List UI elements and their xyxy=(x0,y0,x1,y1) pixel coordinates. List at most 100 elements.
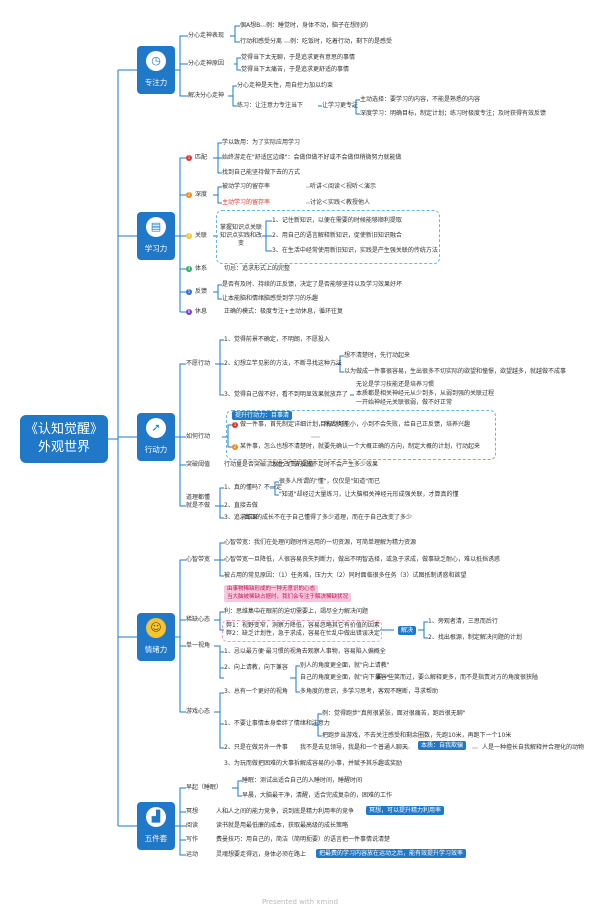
node[interactable]: 游戏心态 xyxy=(186,708,211,715)
node[interactable]: 学以致用：为了实际应用学习 xyxy=(222,139,301,146)
node[interactable]: 行动和感受分离 xyxy=(240,38,283,45)
node[interactable]: 解决分心走神 xyxy=(188,92,225,99)
node[interactable]: 费曼技巧：用自己的，简洁（简明扼要）的语言把一件事情说清楚 xyxy=(216,836,391,843)
node[interactable]: 心智带宽：我们在处理问题时所运用的一切资源，可简单理解为精力资源 xyxy=(224,539,417,546)
node[interactable]: 1、旁观者清，三思而后行 xyxy=(428,618,498,625)
note[interactable]: 由事物稀缺形成的一种无意识的心态 xyxy=(224,585,319,594)
node[interactable]: 某件事，怎么也想不清楚时，就要先确认一个大概正确的方向，制定大概的计划，行动起来 xyxy=(240,443,481,450)
node[interactable]: 真正的成长不在于自己懂得了多少道理，而在于自己改变了多少 xyxy=(244,514,413,521)
node[interactable]: 匹配 xyxy=(195,154,208,161)
node[interactable]: 听讲＜阅读＜视听＜演示 xyxy=(310,183,377,190)
node[interactable]: 3、追求结果 xyxy=(224,514,258,521)
node[interactable]: 觉得当下太无聊，于是追求更有意思的事情 xyxy=(241,54,356,61)
node[interactable]: 被动学习的留存率 xyxy=(222,183,271,190)
node[interactable]: 2、只是在做另外一件事 xyxy=(224,744,288,751)
node[interactable]: 1、记住新知识，以便在需要的时候能够顺利提取 xyxy=(272,217,402,224)
node[interactable]: 行动量是否突破了发生改变的阈值 xyxy=(224,461,315,468)
node[interactable]: 无论是学习技能还是培养习惯 xyxy=(356,381,435,388)
node[interactable]: 反馈 xyxy=(195,288,208,295)
node[interactable]: 是否有及时、持续的正反馈，决定了是否能够坚持以及学习效果好坏 xyxy=(222,281,403,288)
node[interactable]: 1、觉得前景不确定，不明朗，不愿投入 xyxy=(224,336,330,343)
node[interactable]: 稀缺心态 xyxy=(186,616,211,623)
node[interactable]: 深度 xyxy=(195,191,208,198)
node[interactable]: 道理都懂就是不做 xyxy=(186,494,211,509)
node[interactable]: 例：觉得跑步"真煎很紧张，面对很痛苦，跑后很无聊" xyxy=(322,710,466,717)
node[interactable]: 掌握知识点关联知识点实践和改变 xyxy=(220,224,263,247)
node[interactable]: 2、幻想立竿见影的方法，不断寻找这种方法 xyxy=(224,360,342,367)
node[interactable]: 以为做成一件事很容易，生出很多不切实际的欲望和憧憬，欲望越多，就越做不成事 xyxy=(344,368,567,375)
tag[interactable]: 本质：自我欺骗 xyxy=(418,741,467,750)
node[interactable]: 让本能脑和情绪脑感受到学习的乐趣 xyxy=(222,295,319,302)
node[interactable]: 让学习更专注 xyxy=(322,102,359,109)
node[interactable]: "知道"却经过大量练习，让大脑相关神经元形成强关联，才算真的懂 xyxy=(279,491,459,498)
node[interactable]: 分心走神是天性，用自控力加以约束 xyxy=(237,82,334,89)
node[interactable]: 主动学习的留存率 xyxy=(222,199,271,206)
root-topic[interactable]: 《认知觉醒》 外观世界 xyxy=(20,415,108,463)
tag[interactable]: 把最费的学习内容放在运动之后，能有效提升学习效率 xyxy=(316,849,467,858)
node[interactable]: 睡眠：测试出适合自己的入睡时间，睡醒时间 xyxy=(242,777,363,784)
tag[interactable]: 冥想，可以提升精力利用率 xyxy=(366,806,445,815)
node[interactable]: 2、向上请教，向下兼容 xyxy=(224,664,288,671)
node[interactable]: 写作 xyxy=(186,836,199,843)
node[interactable]: 個A想B xyxy=(240,22,261,29)
node[interactable]: 心智带宽 xyxy=(186,556,211,563)
node[interactable]: 别人的角度更全面，就"向上请教" xyxy=(300,662,390,669)
note[interactable]: 当大脑被稀缺占据时，我们会专注于解决稀缺状况 xyxy=(224,593,352,602)
node[interactable]: 我不是去见领导，我是和一个普通人聊天 xyxy=(300,744,409,751)
node[interactable]: 体系 xyxy=(195,265,208,272)
node[interactable]: 一开始神经元关联很弱，做不好正常 xyxy=(356,399,453,406)
tag[interactable]: 提升行动力：目事清 xyxy=(232,411,293,420)
node[interactable]: 切忌：追求形式上的完整 xyxy=(224,265,291,272)
node[interactable]: 把跑步当游戏，不去关注感受和剩余圈数，先跑10米，再跑下一个10米 xyxy=(322,732,512,739)
node[interactable]: 关联 xyxy=(195,232,208,239)
node[interactable]: 单一视角 xyxy=(186,642,211,649)
branch-toolkit[interactable]: ▟ 五件套 xyxy=(137,802,175,850)
node[interactable]: 休息 xyxy=(195,308,208,315)
node[interactable]: 要一些笑而过，要么解释更多，而不是指责对方的角度很狭隘 xyxy=(376,674,539,681)
node[interactable]: 2、找出根源，制定解决问题的计划 xyxy=(428,634,522,641)
node[interactable]: 人和人之间的能力竞争，说到底是精力利用率的竞争 xyxy=(216,808,355,815)
node[interactable]: 利：思维集中在眼前的迫切需要上，竭尽全力解决问题 xyxy=(224,608,369,615)
node[interactable]: 弊2：缺乏计划性，急于求成，容易在忙乱中做出错误决定 xyxy=(226,630,380,637)
node[interactable]: 3、为玩而做 xyxy=(224,760,258,767)
branch-emotion[interactable]: ☺ 情绪力 xyxy=(137,613,175,661)
node[interactable]: 做一件事，首先制定详细计划，然后执行 xyxy=(240,421,349,428)
node[interactable]: 灵魂想要走得远，身体必须在路上 xyxy=(216,851,307,858)
tag[interactable]: 解决 xyxy=(398,626,417,635)
node[interactable]: 想不清楚时，先行动起来 xyxy=(344,352,411,359)
node[interactable]: 被占用的常见原因：（1）任务难，压力大（2）同时面临很多任务（3）试图抵制诱惑和… xyxy=(224,572,467,579)
node[interactable]: 把困难的大事拆解成容易的小事，并赋予其乐趣或奖励 xyxy=(258,760,403,767)
node[interactable]: 不愿行动 xyxy=(186,360,211,367)
node[interactable]: 深度学习：明确目标，制定计划；练习时极度专注；及时获得有效反馈 xyxy=(360,110,547,117)
node[interactable]: 很多人所谓的"懂"，仅仅是"知道"而已 xyxy=(279,478,381,485)
node[interactable]: 弊1：视野变窄，洞察力降低，容易忽略其它有价值的因素 xyxy=(226,622,380,629)
node[interactable]: 讨论＜实践＜教授他人 xyxy=(310,199,371,206)
node[interactable]: 1、忌以最方便·最习惯的视角去观察人事物，容易陷入偏概全 xyxy=(224,648,386,655)
node[interactable]: 分心走神原因 xyxy=(188,60,225,67)
node[interactable]: 自己的角度更全面，就"向下兼容" xyxy=(300,674,390,681)
node[interactable]: 早晨，大脑最干净，清醒，适合完成复杂的，困难的工作 xyxy=(242,792,393,799)
node[interactable]: 比如：广告投放不足时不会产生多少效果 xyxy=(270,461,379,468)
node[interactable]: 主动选择：要学习的内容，不能是熟悉的内容 xyxy=(360,96,481,103)
node[interactable]: 3、觉得自己做不好，看不到明显效果就放弃了 xyxy=(224,391,348,398)
node[interactable]: 冥想 xyxy=(186,808,199,815)
node[interactable]: 练习：让注意力专注当下 xyxy=(237,102,304,109)
node[interactable]: 1、不要让事情本身牵绊了情绪和注意力 xyxy=(224,720,330,727)
branch-focus[interactable]: ◷ 专注力 xyxy=(137,46,175,94)
node[interactable]: 例：吃饭时，吃着行动，剩下的是感受 xyxy=(290,38,393,45)
node[interactable]: 突破阈值 xyxy=(186,461,211,468)
node[interactable]: 觉得当下太痛苦，于是追求更舒适的事情 xyxy=(241,66,350,73)
node[interactable]: 始终游走在"舒适区边缘"：会做但做不好或不会做但稍微努力就能做 xyxy=(222,154,402,161)
node[interactable]: 找到自己能坚持做下去的方式 xyxy=(222,169,301,176)
node[interactable]: 阅读 xyxy=(186,822,199,829)
node[interactable]: 1、真的懂吗？不一定 xyxy=(224,484,282,491)
node[interactable]: 早起（睡眠） xyxy=(186,784,223,791)
node[interactable]: 3、在生活中经常使用新旧知识，实践是产生强关联的传统方法 xyxy=(272,247,438,254)
node[interactable]: 心智带宽一旦降低，人很容易丧失判断力，做出不明智选择，或急于求成，做事缺乏耐心，… xyxy=(224,556,501,563)
node[interactable]: 分心走神表现 xyxy=(188,32,225,39)
node[interactable]: 2、直接去做 xyxy=(224,502,258,509)
node[interactable]: 人是一种擅长自我解释并合理化的动物 xyxy=(482,744,585,751)
node[interactable]: 多角度的意识，多学习思考，客观不瞎断，寻求帮助 xyxy=(300,688,439,695)
node[interactable]: 正确的模式：极度专注+主动休息，循环往复 xyxy=(224,308,344,315)
node[interactable]: 2、用自己的语言解释新知识，促使新旧知识融合 xyxy=(272,232,402,239)
